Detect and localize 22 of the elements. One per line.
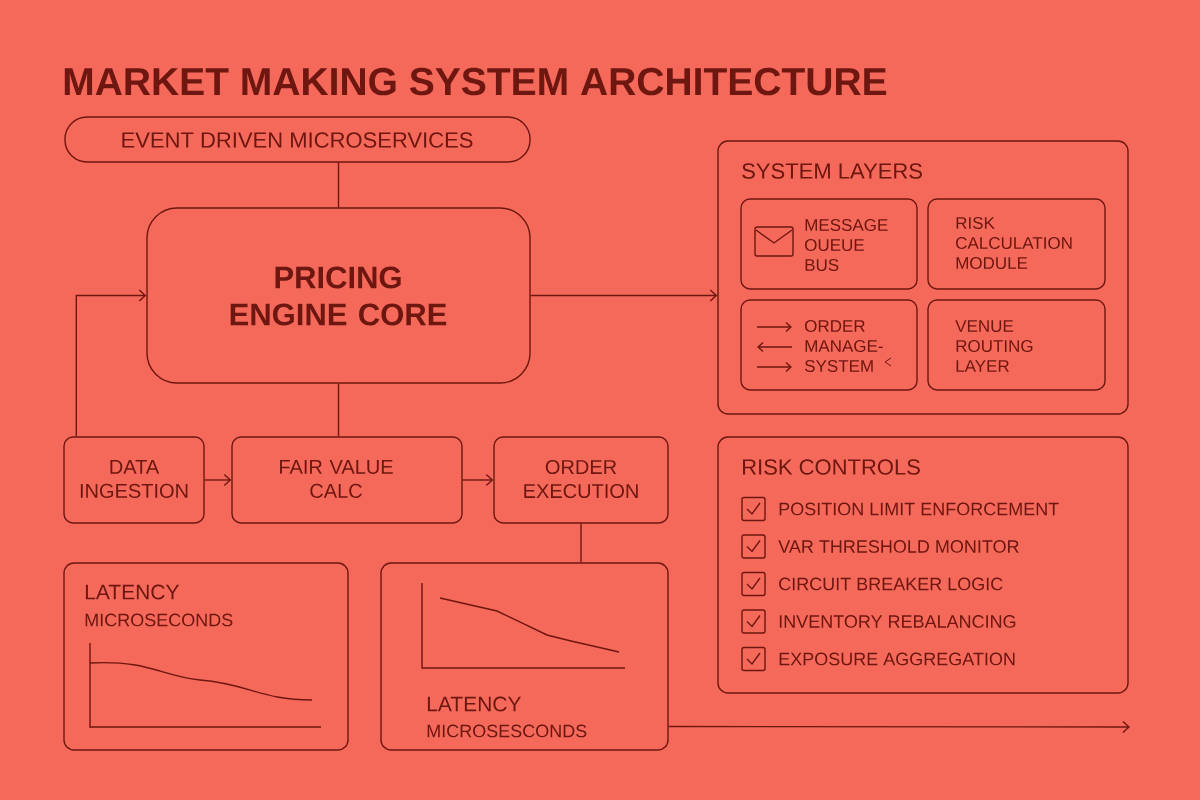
pill-box: EVENT DRIVEN MICROSERVICES [64,116,531,163]
checklist-item: VAR THRESHOLD MONITOR [741,534,1019,559]
arrow [204,473,232,487]
process-box: MESSAGE OUEUE BUS [740,198,918,290]
arrow [75,289,147,437]
checklist-item: CIRCUIT BREAKER LOGIC [741,571,1003,597]
title: MARKET MAKING SYSTEM ARCHITECTURE [64,67,887,96]
process-box: ORDER MANAGE- SYSTEM [740,299,918,391]
arrow [530,289,718,302]
process-box: RISK CALCULATION MODULE [927,198,1106,290]
process-box: DATA INGESTION [63,436,205,524]
checklist-item: POSITION LIMIT ENFORCEMENT [741,496,1059,522]
process-box: PRICING ENGINE CORE [146,207,531,384]
process-box: VENUE ROUTING LAYER [927,299,1106,391]
arrow [668,720,1130,734]
checklist-item: EXPOSURE AGGREGATION [741,646,1015,672]
process-box: FAIR VALUE CALC [231,436,463,524]
arrow [462,473,494,487]
process-box: ORDER EXECUTION [493,436,669,524]
checklist-item: INVENTORY REBALANCING [741,609,1016,634]
chart-panel: LATENCY MICROSECONDS [63,562,349,751]
chart-panel: LATENCY MICROSESCONDS [380,562,669,751]
